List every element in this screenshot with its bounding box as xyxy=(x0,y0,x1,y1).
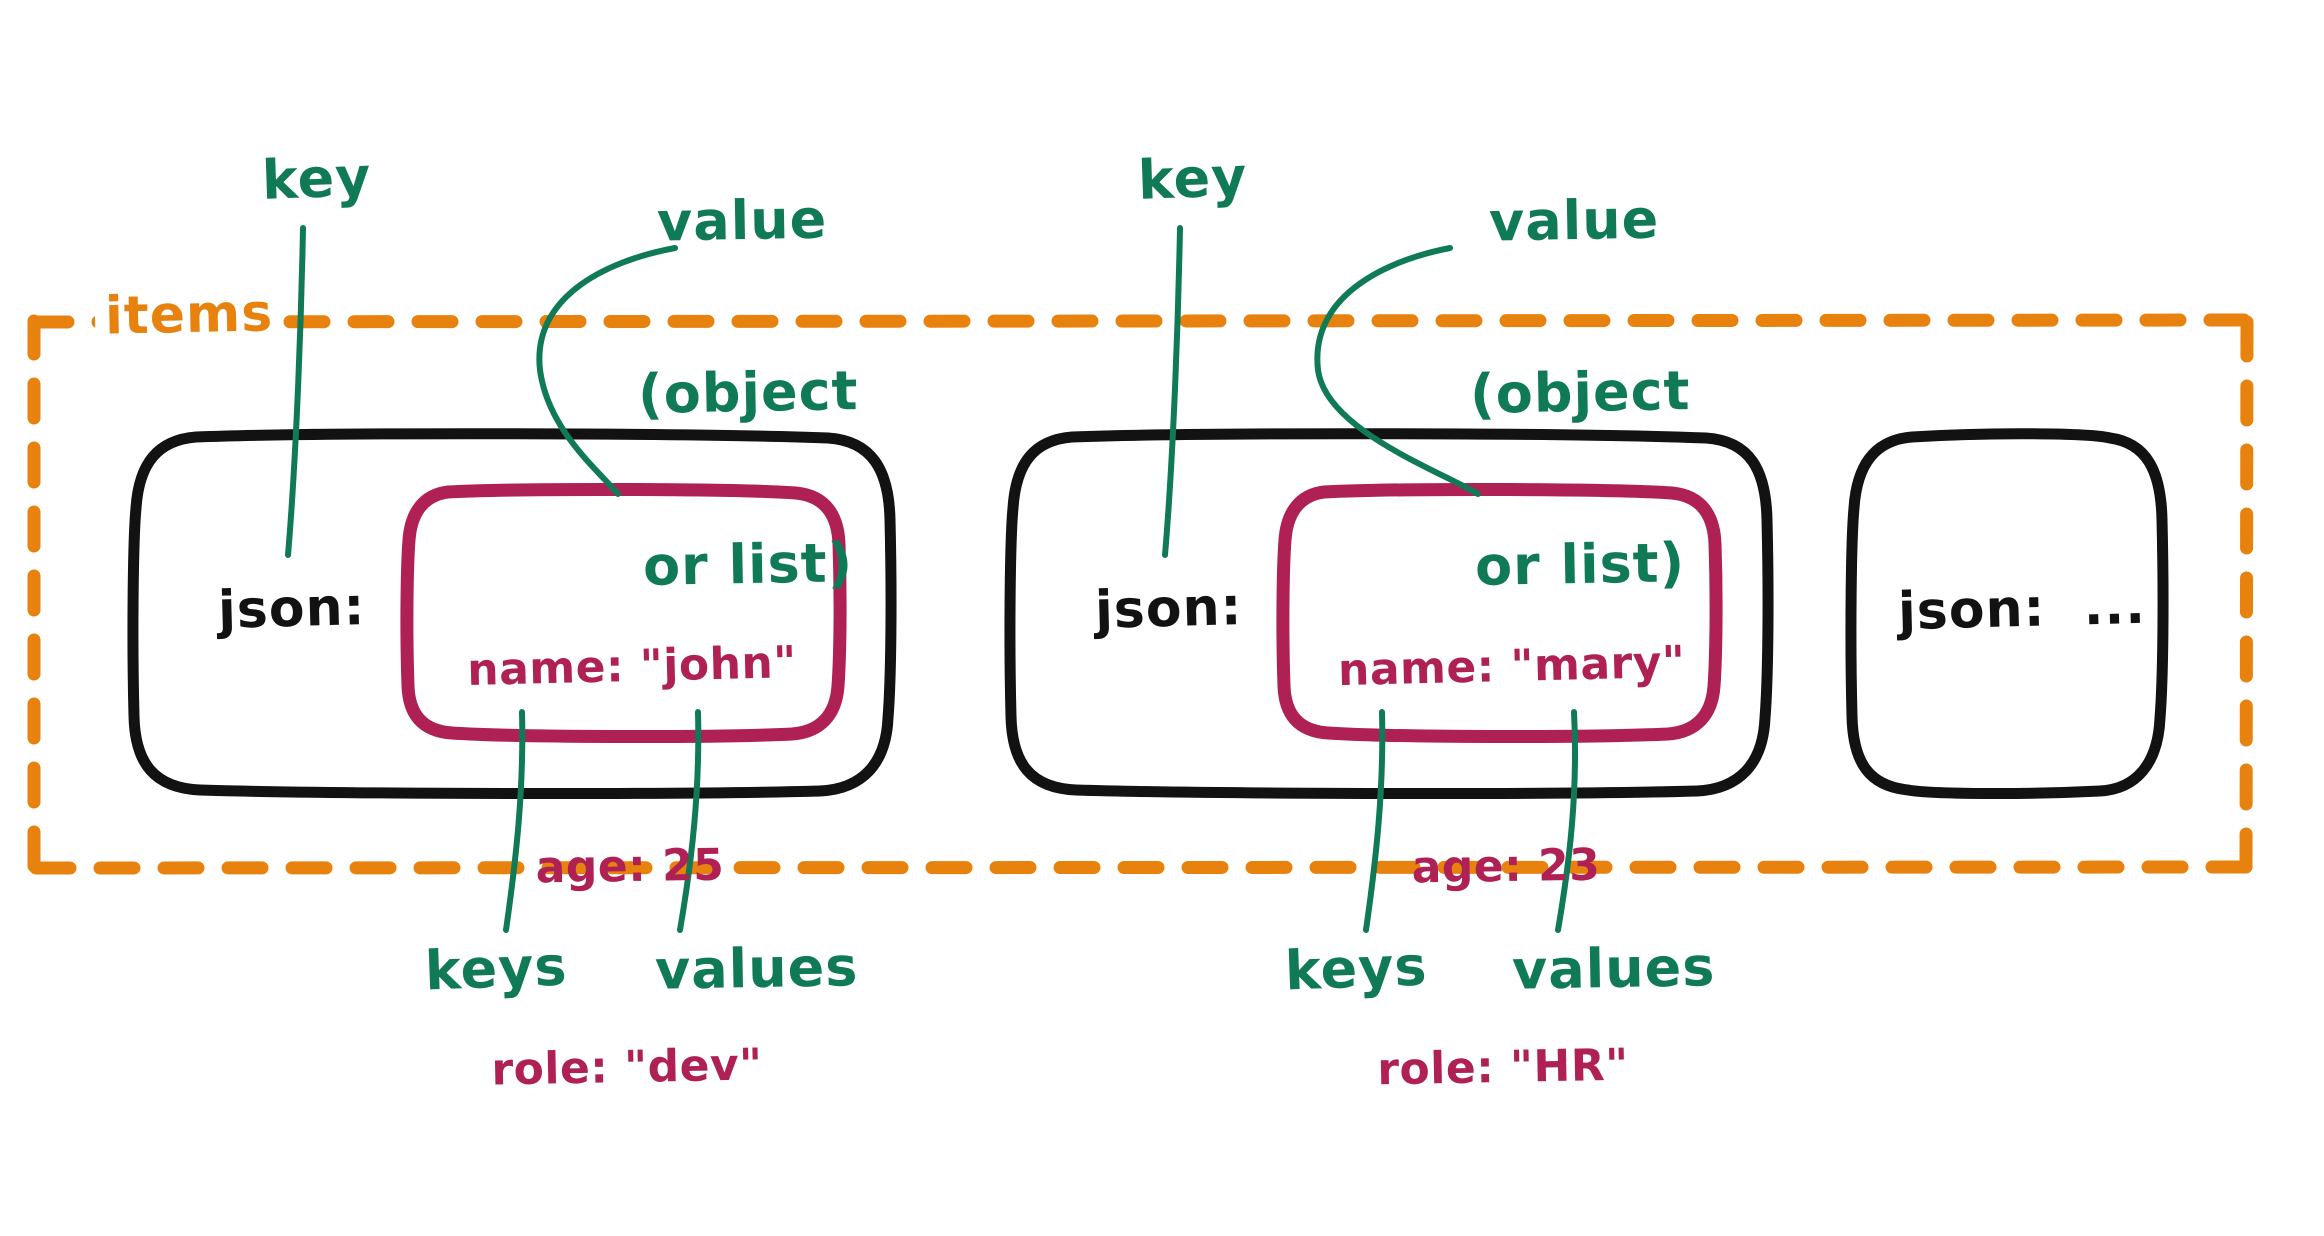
items-container-dashed-border xyxy=(27,313,2254,875)
annotation-value-1-line2: (object xyxy=(637,359,859,427)
annotation-key-2: key xyxy=(1136,145,1249,212)
json-card-2-outline xyxy=(1004,428,1774,800)
json-card-1-line-1: name: "john" xyxy=(466,636,798,696)
json-card-1-value-body: name: "john" age: 25 role: "dev" xyxy=(462,500,802,1236)
json-card-2-value-body: name: "mary" age: 23 role: "HR" xyxy=(1337,500,1686,1236)
items-container-label: items xyxy=(94,283,284,347)
annotation-value-1-line1: value xyxy=(656,188,828,255)
json-card-1-key-label: json: xyxy=(217,577,367,641)
annotation-value-2-line2: (object xyxy=(1469,359,1691,427)
annotation-leader-lines xyxy=(285,225,1579,933)
value-object-box-2-outline xyxy=(1276,482,1723,744)
sketch-strokes-layer xyxy=(27,225,2254,933)
json-card-2-line-3: role: "HR" xyxy=(1376,1039,1630,1096)
json-card-2-line-2: age: 23 xyxy=(1411,840,1601,894)
json-card-3-outline xyxy=(1845,428,2169,800)
json-card-1-outline xyxy=(127,428,897,800)
json-card-3-key-label: json: ... xyxy=(1897,575,2147,643)
json-card-2-key-label: json: xyxy=(1094,577,1244,641)
json-card-1-line-3: role: "dev" xyxy=(490,1039,764,1096)
annotation-value-2-line1: value xyxy=(1488,188,1660,255)
diagram-canvas: items key key value (object or list) val… xyxy=(27,145,2254,1096)
value-object-box-1-outline xyxy=(400,482,847,744)
annotation-key-1: key xyxy=(260,145,373,212)
json-card-2-line-1: name: "mary" xyxy=(1337,636,1686,696)
json-card-1-line-2: age: 25 xyxy=(535,840,725,894)
